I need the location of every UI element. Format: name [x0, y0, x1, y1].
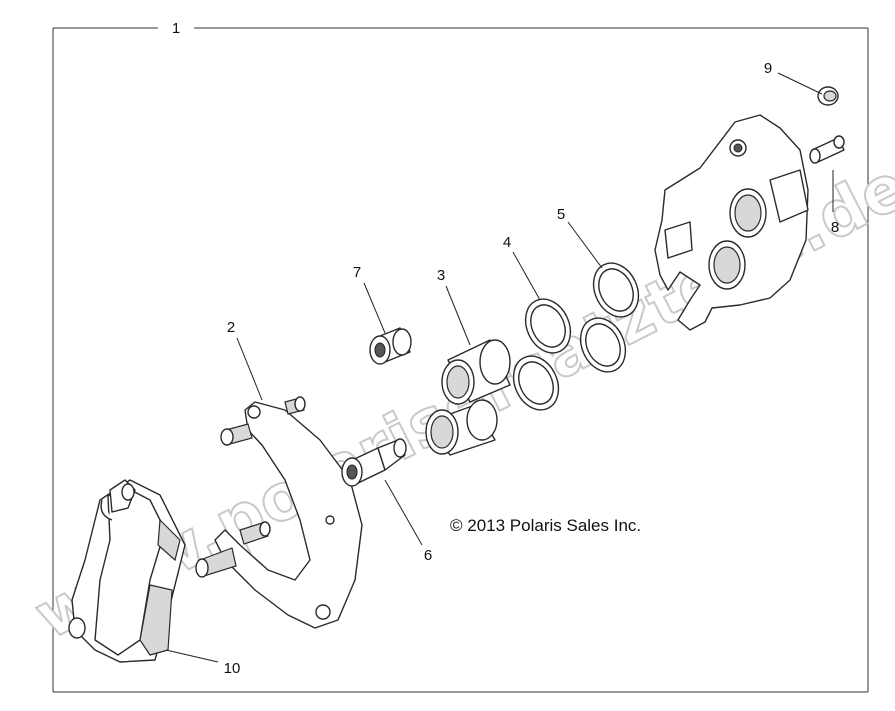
callout-9: 9: [764, 60, 772, 77]
bleeder-screw: [809, 135, 845, 164]
callout-5: 5: [557, 206, 565, 223]
diagram-frame: [52, 27, 869, 693]
callout-2: 2: [227, 319, 235, 336]
caliper-bracket: [195, 396, 363, 629]
piston-seals: [512, 262, 640, 411]
pin-boot-small: [369, 327, 412, 365]
callout-4: 4: [503, 234, 511, 251]
brake-pad-assembly: [68, 479, 186, 663]
caliper-body: [654, 114, 809, 331]
leader-lines: [165, 72, 834, 663]
callout-10: 10: [224, 660, 241, 677]
callout-6: 6: [424, 547, 432, 564]
guide-pin-boot: [341, 438, 407, 487]
caliper-pistons: [425, 339, 511, 456]
bleeder-cap: [817, 86, 839, 106]
frame-label: 1: [172, 20, 180, 37]
callout-7: 7: [353, 264, 361, 281]
copyright-text: © 2013 Polaris Sales Inc.: [450, 516, 641, 535]
callout-8: 8: [831, 219, 839, 236]
callout-numbers: 2 3 4 5 6 7 8 9 10: [224, 60, 840, 677]
callout-3: 3: [437, 267, 445, 284]
